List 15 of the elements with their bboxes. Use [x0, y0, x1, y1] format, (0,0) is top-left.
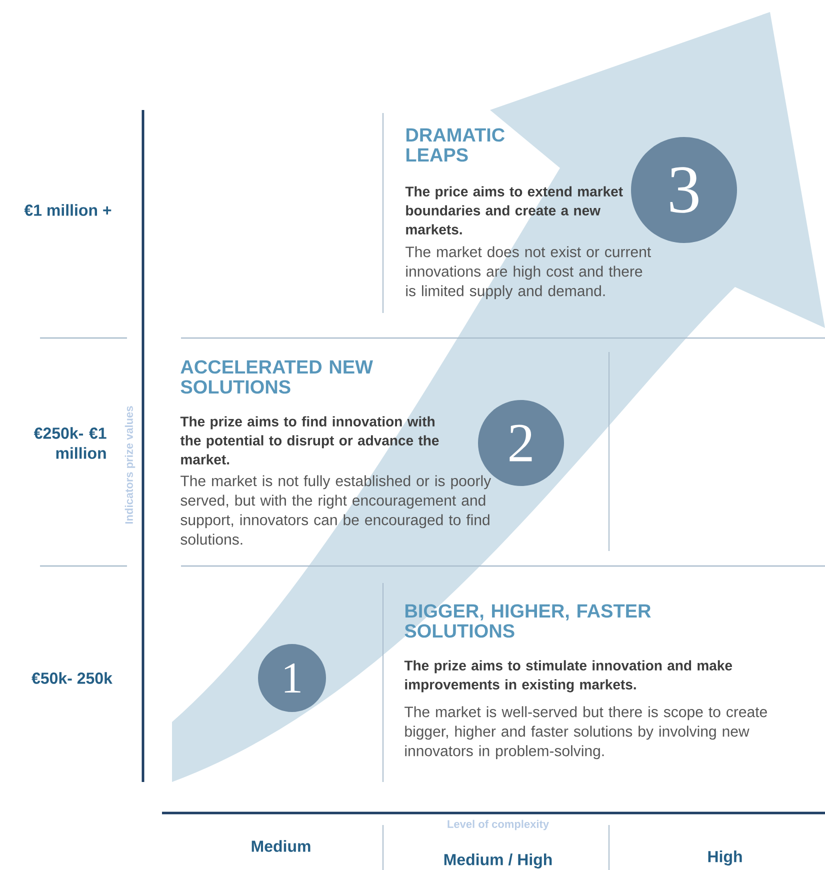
- body-text: The market is well-served but there is scope to create bigger, higher and faster solutions by involving new innovators in problem-solving.: [404, 706, 767, 760]
- axis-title: Level of complexity: [448, 820, 549, 830]
- prize-value-label: €1 million +: [24, 204, 112, 216]
- lead-text: The prize aims to stimulate innovation and make improvements in existing markets.: [404, 660, 732, 692]
- section-heading: DRAMATIC LEAPS: [406, 128, 505, 162]
- complexity-label: Medium: [252, 840, 310, 852]
- complexity-label: High: [708, 850, 742, 866]
- prize-value-label: €50k- 250k: [32, 672, 112, 684]
- lead-text: The prize aims to find innovation with the potential to disrupt or advance the market.: [180, 416, 439, 464]
- axis-title: Indicators prize values: [124, 406, 136, 524]
- prize-value-label: €250k- €1 million: [34, 427, 106, 459]
- body-text: The market does not exist or current innovations are high cost and there is limited supply and demand.: [406, 246, 651, 300]
- section-heading: BIGGER, HIGHER, FASTER SOLUTIONS: [404, 604, 651, 638]
- section-heading: ACCELERATED NEW SOLUTIONS: [180, 360, 373, 394]
- complexity-label: Medium / High: [444, 854, 552, 868]
